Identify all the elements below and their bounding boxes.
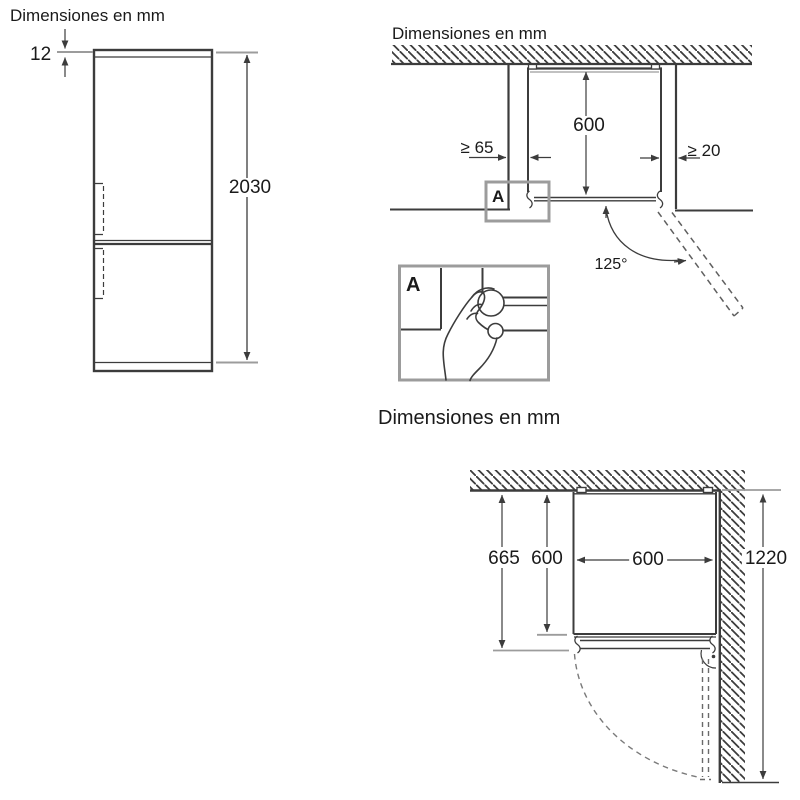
cabinet-depth-dimension <box>537 494 567 636</box>
corner-top-view-drawing <box>470 470 781 784</box>
open-door-dashed <box>657 211 744 317</box>
top-gap-dimension <box>57 29 93 77</box>
hinge-pivot <box>700 649 717 669</box>
spacer-knob <box>477 289 505 317</box>
niche-view-title: Dimensiones en mm <box>392 24 547 43</box>
niche-top-view-drawing <box>390 45 753 382</box>
fridge-door-divider <box>95 239 211 246</box>
front-view-title: Dimensiones en mm <box>10 6 165 25</box>
wall-length-label: 1220 <box>741 549 791 568</box>
niche-depth-label: 600 <box>570 116 608 135</box>
hand-illustration <box>442 287 505 382</box>
left-bumper <box>576 486 587 494</box>
left-clearance-label: ≥ 65 <box>460 138 494 157</box>
depth-with-door-dimension <box>493 494 569 652</box>
wall-length-dimension <box>722 494 779 784</box>
hand-outline <box>442 291 493 381</box>
open-door-dashed <box>700 659 711 781</box>
corner-view-title: Dimensiones en mm <box>378 407 561 429</box>
break-squiggle-right <box>709 635 716 654</box>
detail-a-inset-label: A <box>406 274 421 296</box>
detail-a-marker-label: A <box>492 187 505 206</box>
finger-fold-1 <box>470 303 483 312</box>
front-view-drawing <box>57 29 258 373</box>
break-squiggle-left <box>574 635 581 654</box>
break-squiggle-right <box>656 190 664 209</box>
right-bumper <box>650 63 661 70</box>
door-handle-dashed <box>94 182 105 300</box>
break-squiggle-left <box>526 190 533 209</box>
depth-with-door-label: 665 <box>485 549 523 568</box>
corner-wall-hatch-side <box>720 490 745 783</box>
right-bumper <box>702 486 714 494</box>
wrist-line <box>469 337 498 382</box>
finger-fold-2 <box>466 312 479 320</box>
height-label: 2030 <box>225 178 275 197</box>
door-angle-label: 125° <box>594 256 628 273</box>
fingertip <box>487 322 504 340</box>
fridge-front-outline <box>92 48 214 373</box>
door-swing-arc <box>602 205 687 265</box>
detail-a-inset <box>398 264 550 382</box>
detail-inset-frame <box>398 264 550 382</box>
cabinet-depth-label: 600 <box>528 549 566 568</box>
height-dimension <box>216 51 258 364</box>
niche-back-wall-hatch <box>392 45 752 63</box>
right-clearance-label: ≥ 20 <box>687 141 721 160</box>
fridge-top-view-outline <box>526 63 664 209</box>
top-gap-label: 12 <box>30 44 52 65</box>
door-swing-dashed-arc <box>573 653 701 779</box>
corner-wall-hatch-top <box>470 470 745 491</box>
detail-a-marker-box <box>484 180 551 223</box>
left-bumper <box>527 63 538 70</box>
cabinet-width-label: 600 <box>629 550 667 569</box>
fridge-plan-outline <box>572 486 717 654</box>
